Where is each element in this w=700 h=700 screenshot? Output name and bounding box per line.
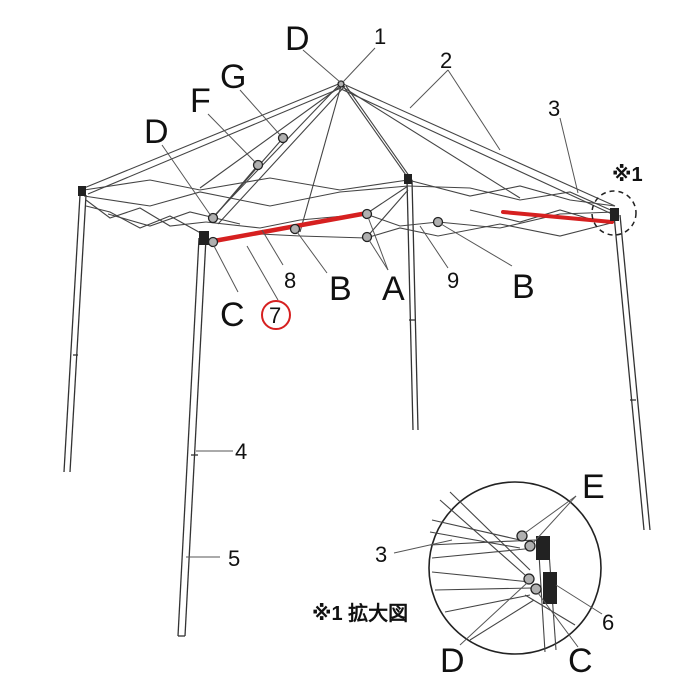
inset-joint-e2 — [524, 540, 536, 552]
label-part-9: 9 — [447, 268, 459, 293]
labels: D 1 2 3 G F D ※1 8 B A 9 B C 7 4 5 E 3 ※… — [144, 20, 643, 680]
inset-joint-d — [523, 573, 535, 585]
label-g: G — [220, 58, 246, 96]
callout-circle — [591, 190, 637, 236]
joint-b-right — [432, 216, 444, 228]
label-c-inset: C — [568, 642, 593, 680]
corner-brackets — [78, 174, 619, 245]
roof-ribs — [83, 82, 616, 233]
label-d-left: D — [144, 113, 169, 151]
label-e: E — [582, 468, 605, 506]
inset-joint-e1 — [516, 530, 528, 542]
legs — [63, 179, 651, 637]
label-part-8: 8 — [284, 268, 296, 293]
label-a: A — [382, 270, 405, 308]
label-part-6: 6 — [602, 610, 614, 635]
label-part-1: 1 — [374, 24, 386, 49]
label-part-5: 5 — [228, 546, 240, 571]
circled-part-7-ring — [261, 300, 291, 330]
label-part-3-main: 3 — [548, 96, 560, 121]
label-part-3-inset: 3 — [375, 542, 387, 567]
label-callout-mark: ※1 — [612, 164, 643, 186]
leader-lines — [161, 47, 579, 558]
label-b-left: B — [329, 270, 352, 308]
label-f: F — [190, 82, 211, 120]
label-d-inset: D — [440, 642, 465, 680]
highlight-bar-front — [211, 211, 365, 244]
label-b-right: B — [512, 268, 535, 306]
highlight-bar-right — [501, 210, 614, 224]
inset-enlarged-view — [393, 481, 603, 655]
joint-a-lower — [361, 231, 373, 243]
label-c-left: C — [220, 296, 245, 334]
joint-a-upper — [361, 208, 373, 220]
scissor-trusses — [83, 177, 616, 241]
inset-caption: ※1 拡大図 — [312, 601, 408, 625]
inset-joint-c — [530, 583, 542, 595]
label-part-7: 7 — [269, 303, 281, 328]
label-part-2: 2 — [440, 48, 452, 73]
highlighted-bars — [211, 210, 614, 244]
joint-apex — [337, 80, 345, 88]
joint-b-left — [289, 223, 301, 235]
label-d-top: D — [285, 20, 310, 58]
joint-c-left — [207, 236, 219, 248]
label-part-4: 4 — [235, 439, 247, 464]
